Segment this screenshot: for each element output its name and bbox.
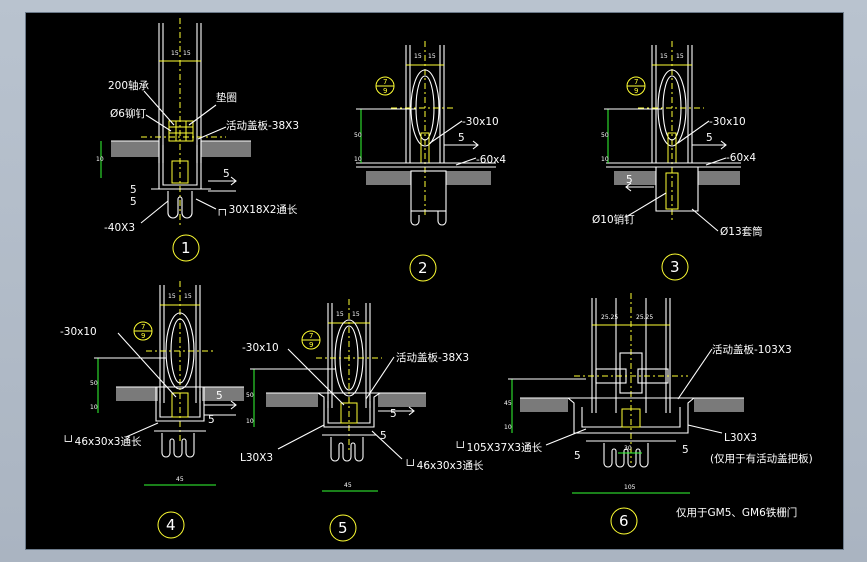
d4-dim-a: 15 bbox=[168, 293, 176, 300]
d1-channel-label: ┌┐30X18X2通长 bbox=[216, 204, 298, 216]
d5-number: 5 bbox=[338, 519, 348, 537]
d5-dim-c: 50 bbox=[246, 392, 254, 399]
d5-l-label: L30X3 bbox=[240, 452, 273, 464]
d4-number: 4 bbox=[166, 516, 176, 534]
d3-number: 3 bbox=[670, 258, 680, 276]
d6-note: (仅用于有活动盖把板) bbox=[710, 452, 813, 465]
detail-3: 15 15 50 10 7 9 - bbox=[592, 41, 763, 281]
d4-angle-label: └┘46x30x3通长 bbox=[62, 435, 142, 448]
d5-dim-b: 15 bbox=[352, 311, 360, 318]
d6-l-label: L30X3 bbox=[724, 432, 757, 444]
d6-cover-label: 活动盖板-103X3 bbox=[712, 343, 792, 356]
detail-5: 15 15 50 10 45 7 bbox=[240, 299, 484, 542]
d5-angle-label: └┘46x30x3通长 bbox=[404, 459, 484, 472]
d6-number: 6 bbox=[619, 512, 629, 530]
detail-1: 15 15 bbox=[96, 18, 299, 262]
d2-five: 5 bbox=[458, 132, 465, 144]
d1-five-b: 5 bbox=[130, 196, 137, 208]
d3-circle-top: 7 bbox=[634, 78, 638, 86]
d4-circle-top: 7 bbox=[141, 323, 145, 331]
detail-4: 15 15 50 10 45 7 bbox=[60, 281, 244, 539]
d3-dim-a: 15 bbox=[660, 53, 668, 60]
d1-washer-label: 垫圈 bbox=[216, 91, 237, 104]
d6-five-a: 5 bbox=[574, 450, 581, 462]
d1-five-c: 5 bbox=[223, 168, 230, 180]
d6-dim-width: 105 bbox=[624, 484, 636, 491]
d1-cover-label: 活动盖板-38X3 bbox=[226, 119, 299, 132]
d2-bar-label: -30x10 bbox=[462, 116, 499, 128]
d1-flat-label: -40X3 bbox=[104, 222, 135, 234]
d6-dim-d: 10 bbox=[504, 424, 512, 431]
d3-sleeve-label: Ø13套筒 bbox=[720, 225, 763, 238]
d5-five-a: 5 bbox=[390, 408, 397, 420]
d3-five-a: 5 bbox=[706, 132, 713, 144]
d5-circle-bottom: 9 bbox=[309, 341, 313, 349]
d6-dim-c: 45 bbox=[504, 400, 512, 407]
d2-dim-c: 50 bbox=[354, 132, 362, 139]
d2-number: 2 bbox=[418, 259, 428, 277]
d6-angle-label: └┘105X37X3通长 bbox=[454, 441, 543, 454]
d5-cover-label: 活动盖板-38X3 bbox=[396, 351, 469, 364]
d5-circle-top: 7 bbox=[309, 332, 313, 340]
d3-bar-label: -30x10 bbox=[709, 116, 746, 128]
d1-dim-a: 15 bbox=[171, 50, 179, 57]
d4-dim-d: 10 bbox=[90, 404, 98, 411]
d3-dim-c: 50 bbox=[601, 132, 609, 139]
d5-bar-label: -30x10 bbox=[242, 342, 279, 354]
d3-circle-bottom: 9 bbox=[634, 87, 638, 95]
d3-dim-b: 15 bbox=[676, 53, 684, 60]
d6-dim-inner: 30 bbox=[624, 445, 632, 452]
d1-five-a: 5 bbox=[130, 184, 137, 196]
d3-pin-label: Ø10销钉 bbox=[592, 213, 635, 226]
d1-number: 1 bbox=[181, 239, 191, 257]
d4-circle-bottom: 9 bbox=[141, 332, 145, 340]
d6-dim-b: 25.25 bbox=[636, 314, 653, 321]
d4-bar-label: -30x10 bbox=[60, 326, 97, 338]
d3-dim-d: 10 bbox=[601, 156, 609, 163]
d1-dim-b: 15 bbox=[183, 50, 191, 57]
d6-usage-note: 仅用于GM5、GM6铁栅门 bbox=[676, 506, 797, 519]
d2-dim-b: 15 bbox=[428, 53, 436, 60]
d4-five-b: 5 bbox=[208, 414, 215, 426]
d4-five-a: 5 bbox=[216, 390, 223, 402]
cad-drawing: 15 15 bbox=[60, 18, 813, 542]
detail-6: 25.25 25.25 45 10 105 30 bbox=[454, 293, 813, 535]
d1-rivet-label: Ø6铆钉 bbox=[110, 107, 146, 120]
d5-dim-width: 45 bbox=[344, 482, 352, 489]
d3-plate-label: -60x4 bbox=[726, 152, 756, 164]
d2-circle-bottom: 9 bbox=[383, 87, 387, 95]
d5-dim-a: 15 bbox=[336, 311, 344, 318]
detail-2: 15 15 50 10 7 bbox=[354, 41, 506, 282]
d2-circle-top: 7 bbox=[383, 78, 387, 86]
d2-plate-label: -60x4 bbox=[476, 154, 506, 166]
d1-bearing-label: 200轴承 bbox=[108, 79, 150, 92]
d2-dim-a: 15 bbox=[414, 53, 422, 60]
d5-five-b: 5 bbox=[380, 430, 387, 442]
d6-five-b: 5 bbox=[682, 444, 689, 456]
d4-dim-b: 15 bbox=[184, 293, 192, 300]
d5-dim-d: 10 bbox=[246, 418, 254, 425]
drawing-canvas[interactable]: 15 15 bbox=[25, 12, 844, 550]
d4-dim-c: 50 bbox=[90, 380, 98, 387]
d1-dim-c: 10 bbox=[96, 156, 104, 163]
d4-dim-width: 45 bbox=[176, 476, 184, 483]
d2-dim-d: 10 bbox=[354, 156, 362, 163]
d3-five-b: 5 bbox=[626, 174, 633, 186]
d6-dim-a: 25.25 bbox=[601, 314, 618, 321]
